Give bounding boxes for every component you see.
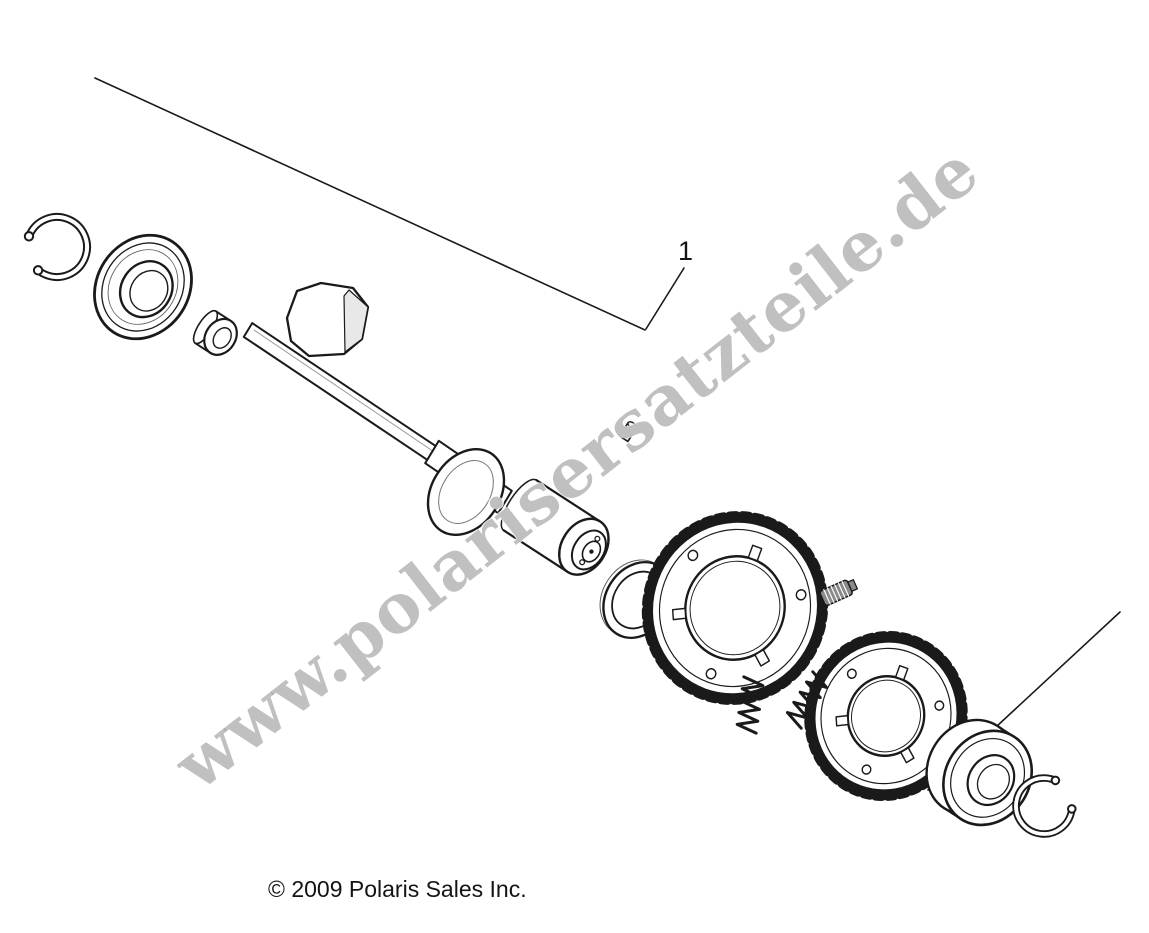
bracket-line-top-left xyxy=(94,77,646,331)
callout-leader-lines xyxy=(94,77,1121,791)
spring-right xyxy=(785,670,829,730)
balance-shaft xyxy=(242,281,610,576)
balancer-gear-front xyxy=(641,511,829,705)
spring-left xyxy=(735,675,765,735)
item-1-leader-line xyxy=(645,267,685,330)
counterweight-lower xyxy=(426,448,506,536)
dowel-pin xyxy=(618,421,638,443)
spacer-collar xyxy=(192,309,238,356)
copyright-text: © 2009 Polaris Sales Inc. xyxy=(268,876,527,902)
shaft-journal xyxy=(500,478,610,576)
ball-bearing-left xyxy=(93,233,193,341)
item-number-label: 1 xyxy=(678,236,694,266)
threaded-pin xyxy=(819,579,859,607)
snap-ring-right xyxy=(1012,774,1077,838)
ball-bearing-right xyxy=(925,718,1034,827)
snap-ring-left xyxy=(23,213,91,281)
